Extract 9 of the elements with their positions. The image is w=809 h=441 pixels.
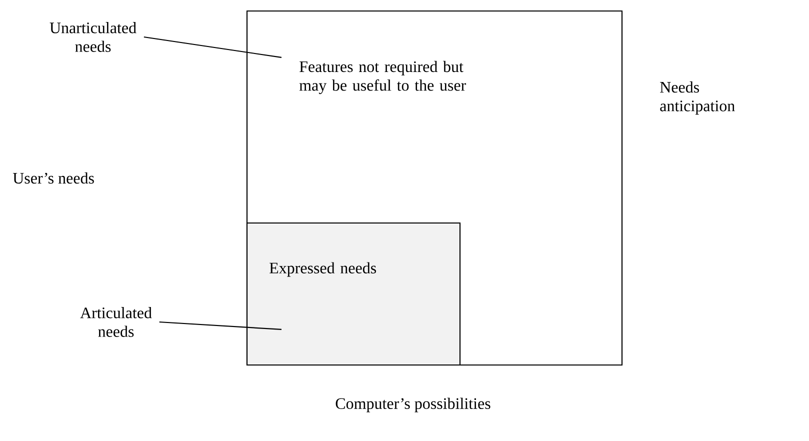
callout-text: Articulated needs bbox=[80, 307, 152, 337]
axis-label: User’s needs bbox=[12, 172, 94, 184]
box-text: Expressed needs bbox=[270, 262, 376, 277]
callout-text: Unarticulated needs bbox=[50, 22, 136, 52]
side-label: Needs anticipation bbox=[660, 81, 735, 115]
leader-line bbox=[144, 36, 282, 58]
leader-line bbox=[159, 321, 282, 330]
axis-label: Computer’s possibilities bbox=[336, 398, 490, 412]
box-text: Features not required but may be useful to the user bbox=[299, 60, 466, 94]
